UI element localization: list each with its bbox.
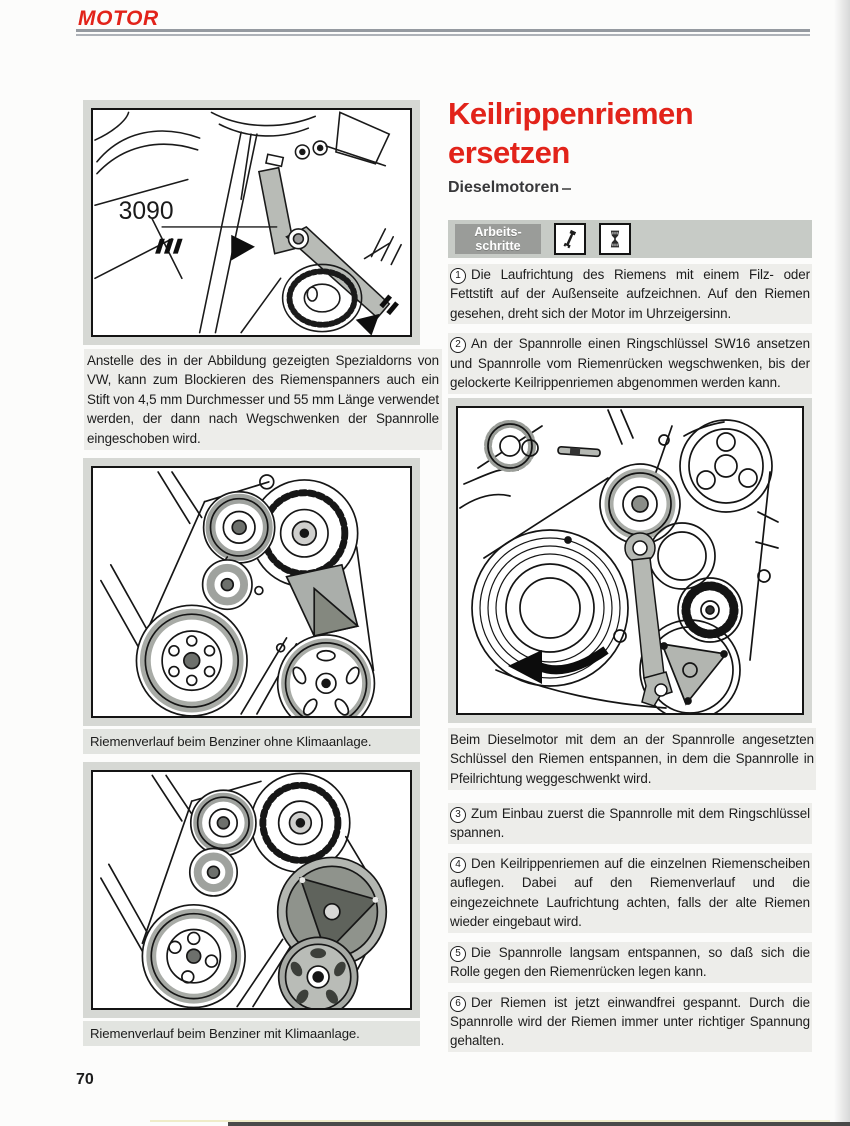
step-number: 6 [450, 995, 466, 1012]
swing-direction-arrow-icon [508, 646, 609, 684]
direction-arrow-icon [355, 294, 399, 335]
figure-diesel-tensioner [448, 398, 812, 723]
page-header: MOTOR [78, 7, 159, 30]
section-title-line2: ersetzen [448, 135, 570, 171]
belt-routing-with-ac-drawing [100, 772, 388, 1008]
ring-wrench [624, 532, 673, 707]
scan-artifact-line [150, 1120, 830, 1122]
intro-paragraph: Anstelle des in der Abbildung gezeigten … [84, 349, 442, 451]
figure-caption-with-ac: Riemenverlauf beim Benziner mit Klimaanl… [83, 1021, 420, 1046]
page-number: 70 [76, 1071, 94, 1088]
figure-belt-with-ac [83, 762, 420, 1018]
step-number: 2 [450, 337, 466, 354]
scan-artifact-dash [562, 188, 572, 190]
section-subtitle: Dieselmotoren [448, 179, 572, 197]
direction-arrow-icon [155, 234, 255, 261]
step-number: 1 [450, 268, 466, 284]
figure-belt-no-ac [83, 458, 420, 726]
page-edge-shadow [834, 0, 850, 1126]
diesel-belt-drawing [459, 409, 779, 713]
tool-number-label: 3090 [119, 198, 174, 225]
ribbed-belt-icon [599, 223, 631, 255]
wrench-icon [554, 223, 586, 255]
step-number: 3 [450, 807, 466, 823]
work-steps-bar: Arbeits- schritte [448, 220, 812, 258]
figure-caption-diesel: Beim Dieselmotor mit dem an der Spannrol… [448, 728, 816, 791]
step-number: 4 [450, 856, 466, 873]
special-tool-drawing: 3090 [94, 111, 402, 335]
figure-caption-no-ac: Riemenverlauf beim Benziner ohne Klimaan… [83, 729, 420, 754]
step-number: 5 [450, 945, 466, 962]
belt-routing-no-ac-drawing [100, 471, 376, 716]
header-divider [76, 29, 810, 36]
next-page-edge [228, 1122, 850, 1126]
work-steps-badge: Arbeits- schritte [455, 224, 541, 254]
section-title: Keilrippenriemen ersetzen [448, 94, 818, 172]
figure-special-tool: 3090 [83, 100, 420, 345]
section-title-line1: Keilrippenriemen [448, 96, 694, 131]
